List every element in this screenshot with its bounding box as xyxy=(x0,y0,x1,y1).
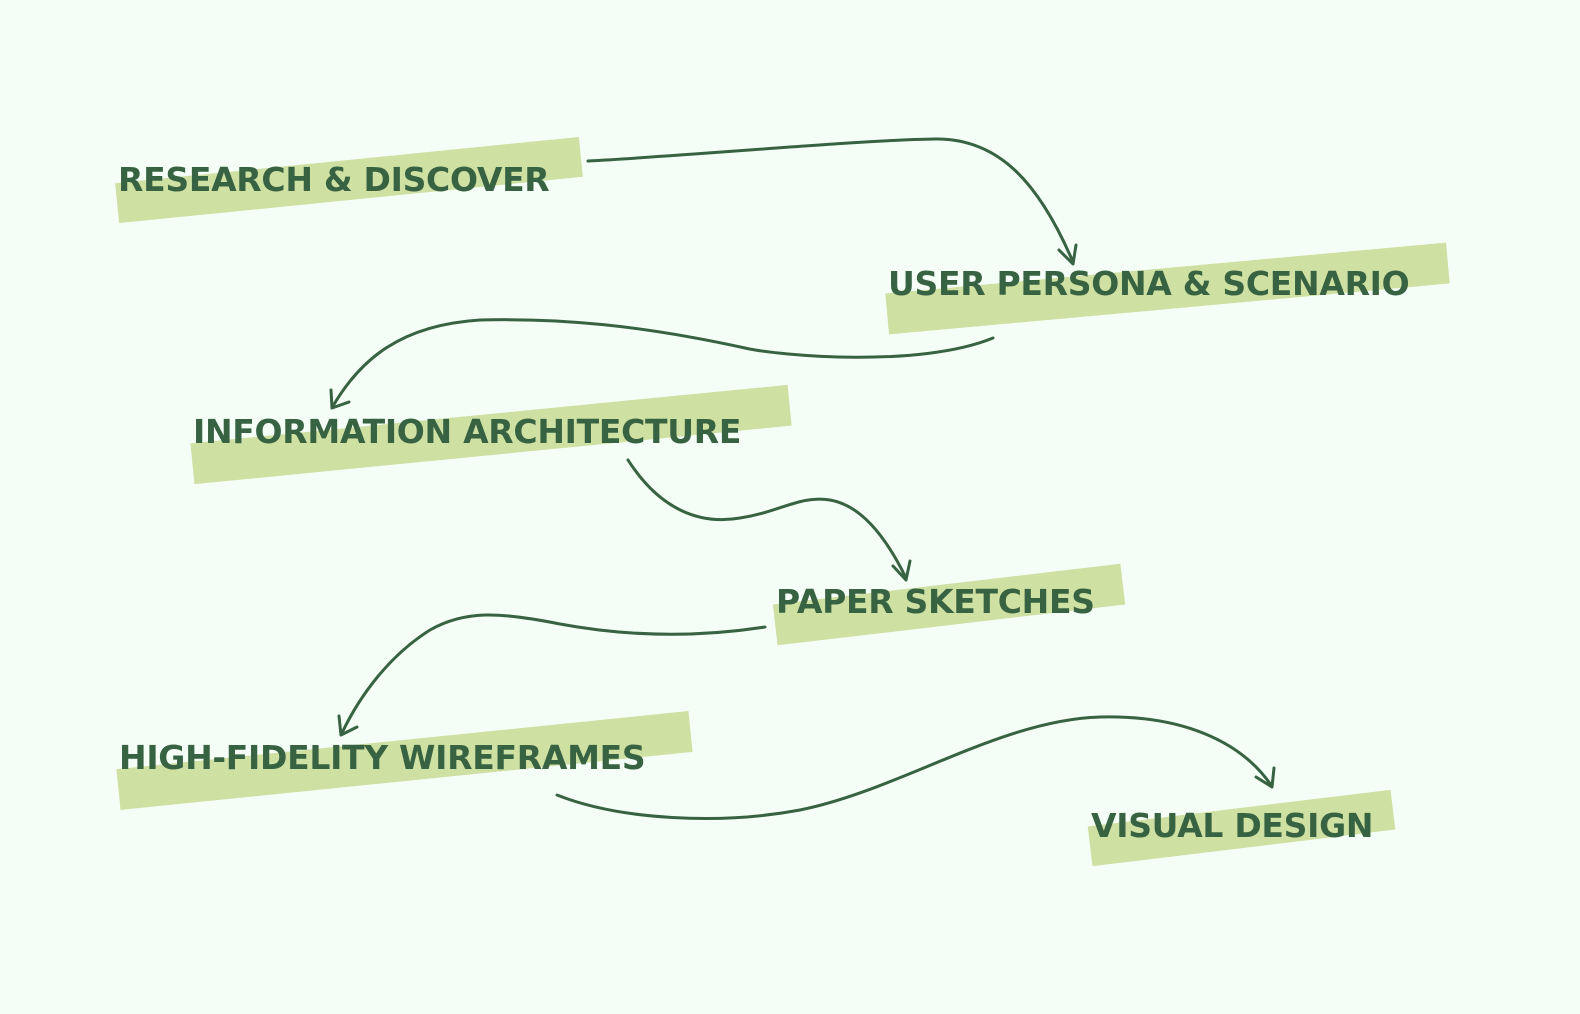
arrow-head-research-to-persona xyxy=(1057,243,1078,266)
arrow-head-sketches-to-wireframes xyxy=(337,714,359,737)
step-label: HIGH-FIDELITY WIREFRAMES xyxy=(119,738,646,777)
arrow-head-persona-to-architecture xyxy=(329,388,351,410)
step-label: RESEARCH & DISCOVER xyxy=(118,160,550,199)
arrow-research-to-persona xyxy=(586,137,1075,264)
arrow-persona-to-architecture xyxy=(331,318,995,408)
step-label: VISUAL DESIGN xyxy=(1091,806,1374,845)
arrow-sketches-to-wireframes xyxy=(340,613,767,735)
step-label: USER PERSONA & SCENARIO xyxy=(888,264,1410,303)
arrow-head-architecture-to-sketches xyxy=(891,559,912,582)
arrow-wireframes-to-visual xyxy=(555,715,1273,820)
arrow-architecture-to-sketches xyxy=(626,458,908,580)
arrow-head-wireframes-to-visual xyxy=(1254,766,1276,789)
step-label: INFORMATION ARCHITECTURE xyxy=(193,412,742,451)
step-label: PAPER SKETCHES xyxy=(776,582,1095,621)
